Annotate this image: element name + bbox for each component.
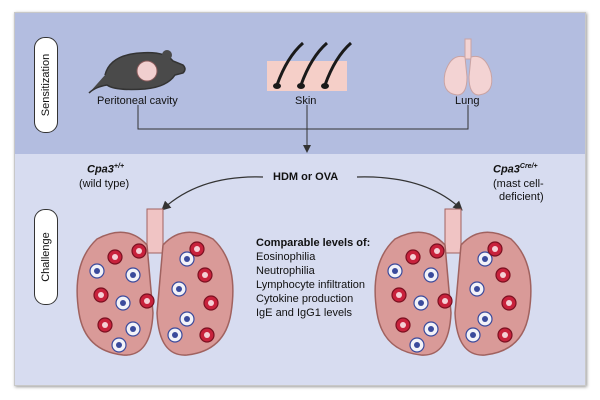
deficient-genotype: Cpa3Cre/+	[493, 163, 538, 176]
cell-nucleus	[414, 342, 420, 348]
cell-nucleus	[442, 298, 448, 304]
mouse-icon	[88, 50, 186, 94]
list-item: Cytokine production	[256, 293, 354, 305]
cell-nucleus	[418, 300, 424, 306]
cell-nucleus	[400, 322, 406, 328]
cell-nucleus	[98, 292, 104, 298]
challenge-label: Challenge	[34, 209, 58, 305]
list-item: Lymphocyte infiltration	[256, 279, 366, 291]
cell-nucleus	[204, 332, 210, 338]
cell-nucleus	[392, 268, 398, 274]
cell-nucleus	[470, 332, 476, 338]
cell-nucleus	[116, 342, 122, 348]
arrow-to-deficient	[356, 176, 463, 211]
cell-nucleus	[184, 256, 190, 262]
wildtype-genotype: Cpa3+/+	[87, 163, 125, 176]
deficient-lungs	[374, 208, 532, 356]
cell-nucleus	[194, 246, 200, 252]
cell-nucleus	[434, 248, 440, 254]
cell-nucleus	[482, 316, 488, 322]
cell-nucleus	[184, 316, 190, 322]
wildtype-lungs	[76, 208, 234, 356]
diagram-canvas	[15, 13, 585, 385]
cell-nucleus	[112, 254, 118, 260]
cell-nucleus	[396, 292, 402, 298]
allergen-label: HDM or OVA	[273, 171, 339, 183]
arrow-to-wildtype	[161, 176, 264, 211]
cell-nucleus	[94, 268, 100, 274]
cell-nucleus	[492, 246, 498, 252]
cell-nucleus	[144, 298, 150, 304]
cell-nucleus	[208, 300, 214, 306]
cell-nucleus	[136, 248, 142, 254]
cell-nucleus	[130, 326, 136, 332]
route-connector	[137, 105, 469, 130]
cell-nucleus	[502, 332, 508, 338]
lung-icon	[443, 38, 493, 96]
wildtype-desc: (wild type)	[79, 178, 130, 190]
cell-nucleus	[102, 322, 108, 328]
figure-frame: Sensitization Challenge Peritoneal cavit…	[14, 12, 586, 386]
cell-nucleus	[482, 256, 488, 262]
deficient-desc-1: (mast cell-	[493, 178, 544, 190]
cell-nucleus	[120, 300, 126, 306]
cell-nucleus	[428, 272, 434, 278]
cell-nucleus	[506, 300, 512, 306]
list-item: IgE and IgG1 levels	[256, 307, 353, 319]
comparable-list: Comparable levels of: Eosinophilia Neutr…	[256, 236, 370, 320]
cell-nucleus	[474, 286, 480, 292]
cell-nucleus	[500, 272, 506, 278]
cell-nucleus	[428, 326, 434, 332]
cell-nucleus	[410, 254, 416, 260]
cell-nucleus	[176, 286, 182, 292]
route-skin: Skin	[295, 95, 317, 107]
comparable-heading: Comparable levels of:	[256, 237, 371, 249]
cell-nucleus	[130, 272, 136, 278]
deficient-desc-2: deficient)	[499, 191, 544, 203]
route-peritoneal: Peritoneal cavity	[97, 95, 178, 107]
skin-icon	[267, 41, 353, 91]
list-item: Neutrophilia	[256, 265, 315, 277]
route-lung: Lung	[455, 95, 480, 107]
list-item: Eosinophilia	[256, 251, 316, 263]
cell-nucleus	[202, 272, 208, 278]
sensitization-label: Sensitization	[34, 37, 58, 133]
cell-nucleus	[172, 332, 178, 338]
